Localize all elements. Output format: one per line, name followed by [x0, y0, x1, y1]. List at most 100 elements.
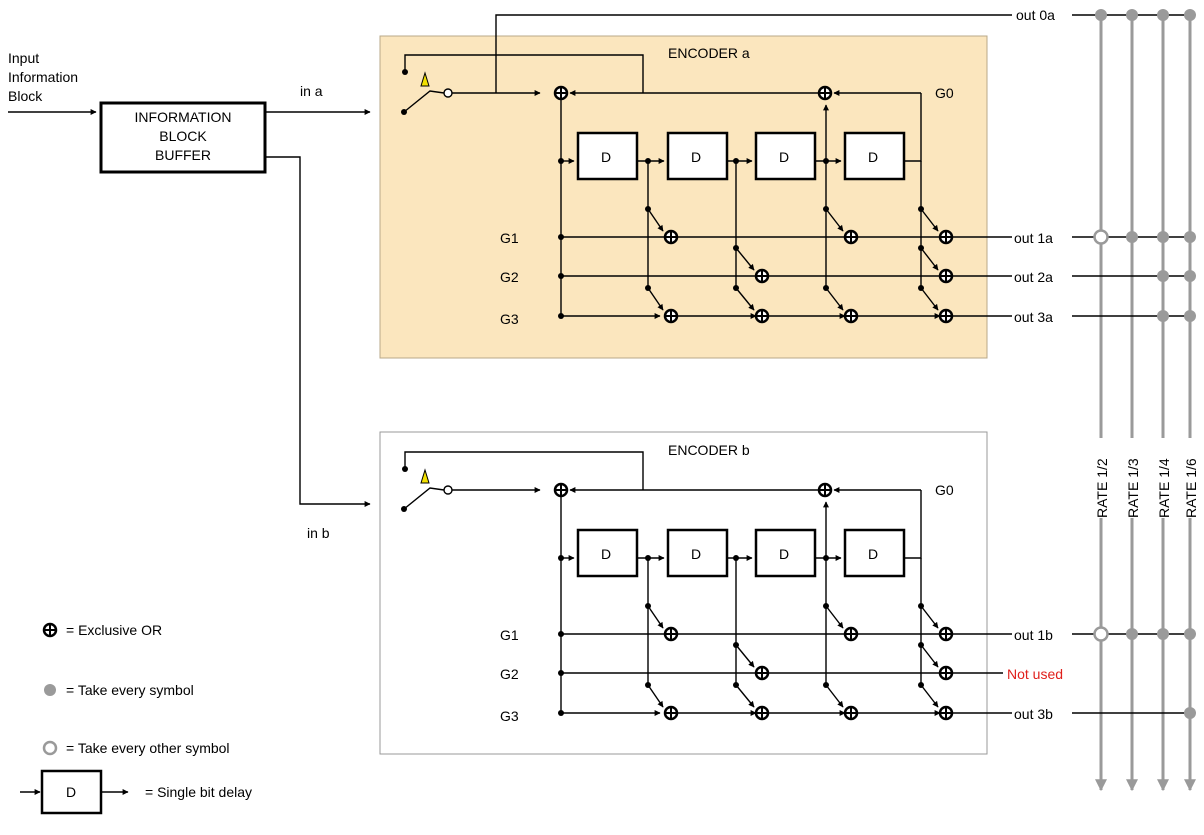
take-every-dot: [1126, 628, 1138, 640]
xor-gate: [754, 268, 770, 284]
junction-dot: [558, 710, 564, 716]
output-labels: out 0a out 1a out 2a out 3a out 1b Not u…: [1007, 5, 1072, 723]
switch-pivot: [443, 485, 453, 495]
out-0a-label: out 0a: [1016, 7, 1055, 23]
xor-gate: [938, 626, 954, 642]
tap-diagonal: [647, 684, 664, 708]
rate-labels: RATE 1/2 RATE 1/3 RATE 1/4 RATE 1/6: [1093, 438, 1199, 518]
encoder-a-title: ENCODER a: [668, 45, 750, 61]
encoder-a-delay-4-label: D: [868, 149, 878, 165]
encoder-b-g0-label: G0: [935, 482, 954, 498]
in-b-label: in b: [307, 525, 330, 541]
encoder-a-g1-label: G1: [500, 230, 519, 246]
not-used-label: Not used: [1007, 666, 1063, 682]
legend-delay-box-label: D: [66, 784, 76, 800]
xor-gate: [843, 308, 859, 324]
xor-gate: [663, 626, 679, 642]
tap-diagonal: [920, 605, 939, 629]
tap-diagonal: [735, 287, 755, 311]
encoder-b-delay-3-label: D: [779, 546, 789, 562]
take-every-dot: [1126, 9, 1138, 21]
junction-dot: [558, 555, 564, 561]
encoder-b-delay-2-label: D: [691, 546, 701, 562]
take-every-dot: [1184, 628, 1196, 640]
in-b-wire: [265, 156, 371, 507]
encoder-a-g0-label: G0: [935, 85, 954, 101]
junction-dot: [558, 158, 564, 164]
rate-buses: [1095, 10, 1196, 792]
input-label-line1: Input: [8, 50, 39, 66]
tap-diagonal: [647, 287, 664, 311]
delay-register-4: [843, 528, 906, 578]
junction-dot: [558, 313, 564, 319]
tap-diagonal: [647, 208, 664, 232]
take-every-other-dot: [1093, 229, 1109, 245]
tap-diagonal: [735, 644, 755, 668]
encoder-a-g3-label: G3: [500, 311, 519, 327]
take-every-dot: [1157, 231, 1169, 243]
tap-diagonal: [920, 644, 939, 668]
switch-pivot: [443, 88, 453, 98]
legend-every-text: = Take every symbol: [66, 682, 194, 698]
information-block-buffer: [99, 101, 267, 174]
xor-gate: [754, 665, 770, 681]
encoder-a-delay-1-label: D: [601, 149, 611, 165]
xor-legend-icon: [42, 622, 58, 638]
encoder-b-delay-1-label: D: [601, 546, 611, 562]
take-every-dot: [1184, 707, 1196, 719]
buffer-label-line3: BUFFER: [155, 147, 211, 163]
out-3b-label: out 3b: [1014, 706, 1053, 722]
delay-register-1: [576, 131, 639, 181]
tap-diagonal: [825, 287, 844, 311]
encoder-b-g2-label: G2: [500, 666, 519, 682]
take-every-dot: [1095, 9, 1107, 21]
buffer-label-line2: BLOCK: [159, 128, 207, 144]
tap-diagonal: [920, 208, 939, 232]
take-every-dot: [1157, 9, 1169, 21]
encoder-a-g2-label: G2: [500, 269, 519, 285]
tap-diagonal: [735, 684, 755, 708]
take-every-dot: [1126, 231, 1138, 243]
take-every-dot: [1184, 270, 1196, 282]
delay-register-2: [666, 131, 729, 181]
take-every-dot: [1157, 628, 1169, 640]
junction-dot: [401, 506, 407, 512]
xor-gate: [553, 482, 569, 498]
delay-register-1: [576, 528, 639, 578]
xor-gate: [754, 705, 770, 721]
tap-diagonal: [735, 247, 755, 271]
tap-diagonal: [825, 208, 844, 232]
take-every-dot: [1184, 310, 1196, 322]
take-every-dot: [1184, 9, 1196, 21]
switch-flag-icon: [420, 468, 430, 484]
xor-gate: [938, 705, 954, 721]
hollow-dot-legend-icon: [42, 740, 58, 756]
legend-xor-text: = Exclusive OR: [66, 622, 162, 638]
out-1a-label: out 1a: [1014, 230, 1053, 246]
filled-dot-legend-icon: [44, 684, 56, 696]
take-every-other-dot: [1093, 626, 1109, 642]
delay-register-3: [754, 131, 817, 181]
input-label-line2: Information: [8, 69, 78, 85]
encoder-a-delay-3-label: D: [779, 149, 789, 165]
legend: = Exclusive OR = Take every symbol = Tak…: [20, 622, 252, 815]
legend-delay-box: [40, 769, 103, 815]
input-label-line3: Block: [8, 88, 43, 104]
delay-register-4: [843, 131, 906, 181]
xor-gate: [843, 229, 859, 245]
xor-gate: [938, 665, 954, 681]
out-1b-label: out 1b: [1014, 627, 1053, 643]
buffer-label-line1: INFORMATION: [135, 109, 232, 125]
switch-blade: [403, 487, 445, 510]
encoder-b-title: ENCODER b: [668, 442, 750, 458]
out-2a-label: out 2a: [1014, 269, 1053, 285]
take-every-dot: [1184, 231, 1196, 243]
tap-diagonal: [825, 684, 844, 708]
xor-gate: [663, 229, 679, 245]
encoder-a-delay-2-label: D: [691, 149, 701, 165]
rate-sixth-label: RATE 1/6: [1183, 458, 1199, 518]
out-3a-label: out 3a: [1014, 309, 1053, 325]
